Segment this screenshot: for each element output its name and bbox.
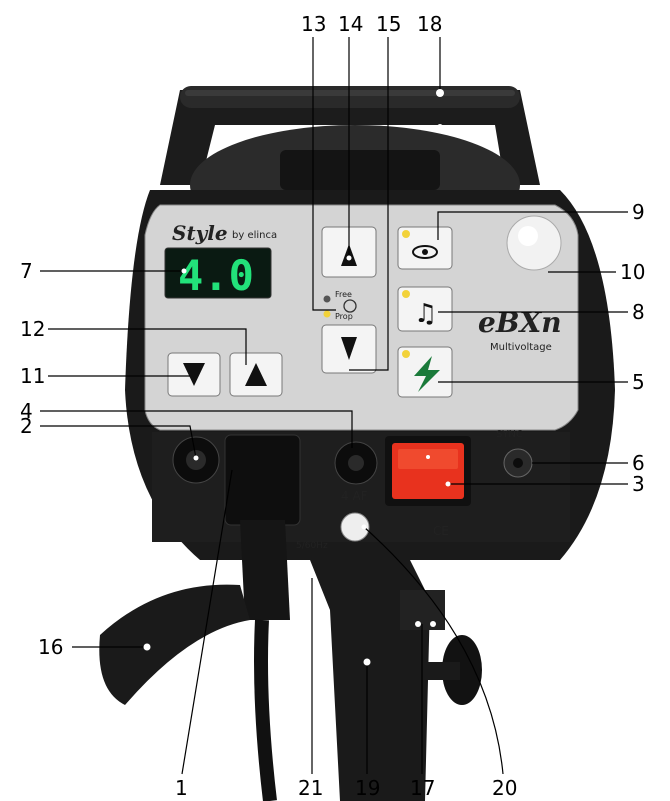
flash-bolt-icon <box>414 356 440 392</box>
callout-4: 4 <box>20 399 353 448</box>
triangle-down-icon <box>183 363 205 386</box>
callout-21: 21 <box>298 578 323 800</box>
callout-17: 17 <box>410 621 436 800</box>
callout-8: 8 <box>438 300 645 324</box>
frequency-label: 5/60Hz <box>296 541 328 551</box>
release-button[interactable] <box>340 512 370 542</box>
callout-15: 15 <box>349 12 401 371</box>
svg-text:4: 4 <box>20 399 33 423</box>
svg-text:5: 5 <box>632 370 645 394</box>
svg-text:18: 18 <box>417 12 442 36</box>
power-up-button[interactable] <box>229 352 283 397</box>
callout-2: 2 <box>20 414 199 461</box>
free-prop-indicator: Free Prop <box>323 290 357 321</box>
eye-icon <box>412 245 438 259</box>
callout-1: 1 <box>175 469 233 800</box>
callout-20: 20 <box>361 524 517 800</box>
svg-text:14: 14 <box>338 12 363 36</box>
svg-text:20: 20 <box>492 776 517 800</box>
music-note-icon: ♫ <box>414 299 437 329</box>
af-label: 4 AF <box>341 489 368 503</box>
callout-6: 6 <box>532 451 645 475</box>
svg-text:6: 6 <box>632 451 645 475</box>
svg-text:1: 1 <box>175 776 188 800</box>
umbrella-clamp-handle[interactable] <box>99 584 251 705</box>
svg-text:16: 16 <box>38 635 63 659</box>
model-subtitle: Multivoltage <box>490 342 552 353</box>
status-led <box>402 350 410 358</box>
callout-18: 18 <box>417 12 444 130</box>
svg-text:4.0: 4.0 <box>178 251 254 300</box>
status-led <box>402 230 410 238</box>
svg-text:21: 21 <box>298 776 323 800</box>
status-led <box>402 290 410 298</box>
photocell-button[interactable] <box>397 226 453 270</box>
callout-7: 7 <box>20 259 187 283</box>
callout-19: 19 <box>355 658 380 800</box>
callout-13: 13 <box>301 12 336 311</box>
callout-16: 16 <box>38 635 151 659</box>
svg-text:11: 11 <box>20 364 45 388</box>
model-logo: eBXn <box>478 306 562 339</box>
tilt-lock-knob[interactable] <box>420 635 482 705</box>
svg-text:13: 13 <box>301 12 326 36</box>
svg-text:8: 8 <box>632 300 645 324</box>
ce-mark: CE <box>433 524 449 538</box>
svg-text:Free: Free <box>335 290 352 299</box>
callout-12: 12 <box>20 317 247 365</box>
brand-by-line: by elinca <box>232 230 277 241</box>
callout-3: 3 <box>445 472 645 496</box>
svg-text:7: 7 <box>20 259 33 283</box>
power-down-button[interactable] <box>167 352 221 397</box>
carry-handle <box>160 86 540 185</box>
mains-power-cable: 5/60Hz <box>224 434 328 801</box>
photocell-sensor <box>506 215 562 271</box>
callout-10: 10 <box>548 260 645 284</box>
svg-text:Prop: Prop <box>335 312 353 321</box>
sync-label: SYNC <box>496 429 523 440</box>
callout-11: 11 <box>20 364 190 388</box>
svg-text:2: 2 <box>20 414 33 438</box>
bulb-icon <box>343 299 357 313</box>
svg-text:3: 3 <box>632 472 645 496</box>
brand-script: Style <box>172 221 228 245</box>
power-switch[interactable] <box>385 436 471 506</box>
svg-text:15: 15 <box>376 12 401 36</box>
power-display: 4.0 <box>164 247 272 300</box>
svg-text:10: 10 <box>620 260 645 284</box>
triangle-down-icon <box>341 337 357 360</box>
svg-text:19: 19 <box>355 776 380 800</box>
callout-9: 9 <box>437 200 645 240</box>
test-flash-button[interactable] <box>397 346 453 398</box>
callout-5: 5 <box>438 370 645 394</box>
svg-text:12: 12 <box>20 317 45 341</box>
triangle-up-icon <box>245 363 267 386</box>
svg-text:17: 17 <box>410 776 435 800</box>
svg-text:9: 9 <box>632 200 645 224</box>
modeling-down-button[interactable] <box>321 324 377 374</box>
callout-14: 14 <box>338 12 363 261</box>
audio-signal-button[interactable]: ♫ <box>397 286 453 332</box>
